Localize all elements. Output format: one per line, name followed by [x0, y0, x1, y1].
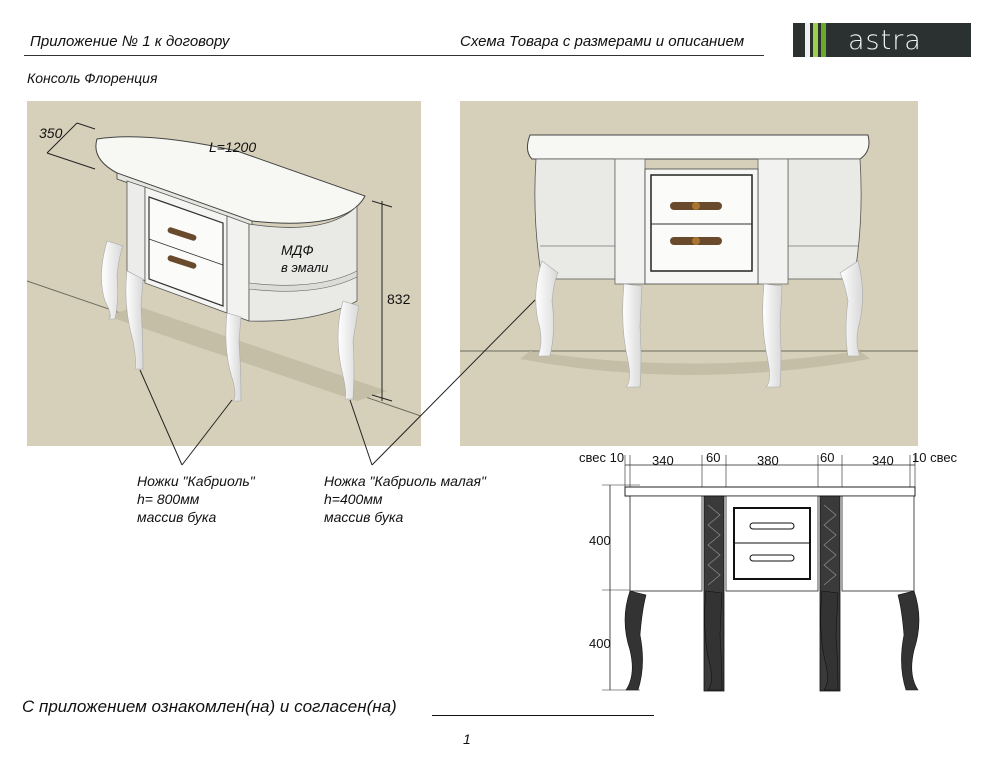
perspective-render: 350 L=1200 832 МДФ в эмали	[27, 101, 421, 446]
legs-large-line3: массив бука	[137, 509, 217, 525]
width-380-center: 380	[757, 453, 779, 468]
logo-bar-white	[805, 23, 810, 57]
schema-title: Схема Товара с размерами и описанием	[460, 33, 745, 50]
logo-text: astra	[848, 24, 922, 56]
page-number: 1	[463, 731, 471, 747]
length-dimension: L=1200	[209, 139, 257, 155]
height-dimension: 832	[387, 291, 411, 307]
legs-small-line2: h=400мм	[324, 491, 383, 507]
depth-dimension: 350	[39, 125, 63, 141]
legs-small-line3: массив бука	[324, 509, 404, 525]
signature-statement: С приложением ознакомлен(на) и согласен(…	[22, 697, 397, 716]
front-render	[460, 101, 918, 446]
width-340-right: 340	[872, 453, 894, 468]
astra-logo: astra	[793, 23, 971, 57]
legs-large-line1: Ножки "Кабриоль"	[137, 473, 255, 489]
front-console-drawing	[460, 134, 918, 388]
header-rule	[24, 55, 764, 56]
technical-front-drawing	[602, 455, 920, 692]
legs-large-line2: h= 800мм	[137, 491, 200, 507]
height-400-top: 400	[589, 533, 611, 548]
legs-small-line1: Ножка "Кабриоль малая"	[324, 473, 486, 489]
perspective-console-drawing	[27, 122, 421, 417]
logo-bar-lightgreen	[813, 23, 818, 57]
overhang-left-label: свес 10	[579, 450, 625, 465]
logo-bar-green	[821, 23, 826, 57]
signature-line[interactable]	[432, 715, 654, 716]
product-title: Консоль Флоренция	[27, 70, 158, 86]
width-340-left: 340	[652, 453, 674, 468]
material-line1: МДФ	[281, 242, 314, 258]
height-400-bottom: 400	[589, 636, 611, 651]
appendix-title: Приложение № 1 к договору	[30, 33, 230, 50]
material-line2: в эмали	[281, 260, 329, 275]
width-60-left: 60	[706, 450, 721, 465]
overhang-right-label: 10 свес	[912, 450, 958, 465]
width-60-right: 60	[820, 450, 835, 465]
